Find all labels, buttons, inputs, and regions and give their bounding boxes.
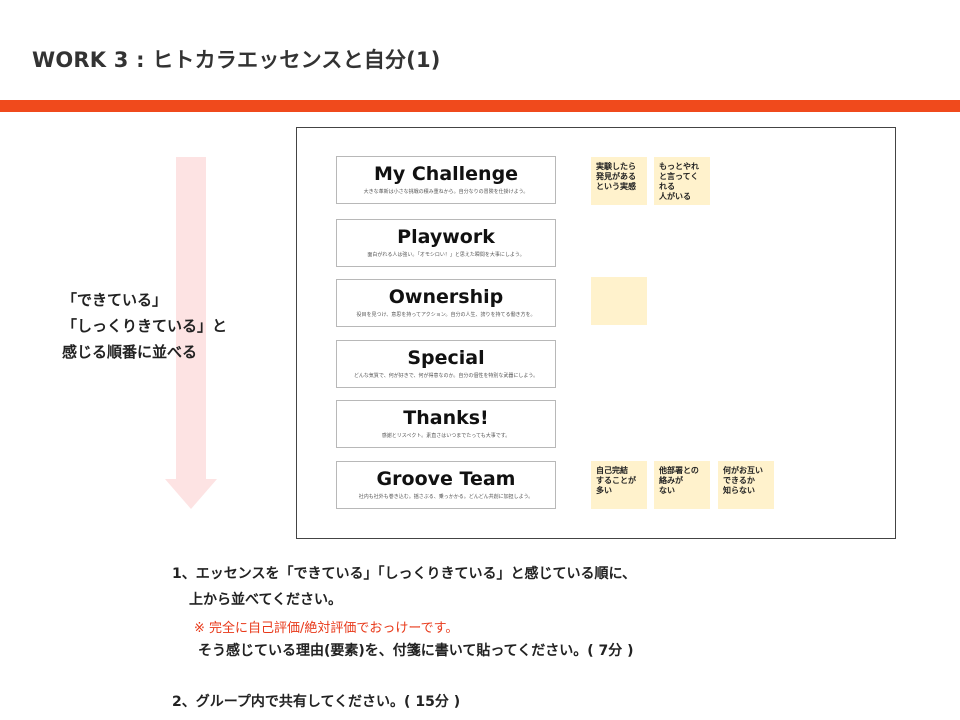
sticky-note[interactable]: 自己完結 することが 多い: [591, 461, 647, 509]
instruction-step-1: 1、エッセンスを「できている」「しっくりきている」と感じている順に、: [172, 566, 637, 582]
essence-card-special[interactable]: Special どんな気質で、何が好きで、何が得意なのか。自分の個性を特別な武器…: [336, 340, 556, 388]
card-subtitle: 大きな革新は小さな挑戦の積み重ねから。自分なりの冒険を仕掛けよう。: [363, 189, 529, 195]
instruction-sticky-notes: そう感じている理由(要素)を、付箋に書いて貼ってください。( 7分 ): [198, 643, 634, 659]
essence-board: My Challenge 大きな革新は小さな挑戦の積み重ねから。自分なりの冒険を…: [296, 127, 896, 539]
instruction-step-2: 2、グループ内で共有してください。( 15分 ): [172, 694, 461, 710]
slide-title: WORK 3 : ヒトカラエッセンスと自分(1): [32, 48, 441, 72]
sticky-note[interactable]: 何がお互い できるか 知らない: [718, 461, 774, 509]
accent-bar: [0, 100, 960, 112]
essence-card-groove-team[interactable]: Groove Team 社内も社外も巻き込む。揺さぶる、乗っかかる。どんどん共創…: [336, 461, 556, 509]
self-evaluation-note: ※ 完全に自己評価/絶対評価でおっけーです。: [194, 621, 459, 636]
card-title: My Challenge: [373, 163, 519, 185]
card-title: Playwork: [397, 226, 495, 248]
card-title: Thanks!: [403, 407, 489, 429]
card-subtitle: 社内も社外も巻き込む。揺さぶる、乗っかかる。どんどん共創に加担しよう。: [358, 494, 534, 500]
card-title: Special: [407, 347, 485, 369]
sticky-note[interactable]: 他部署との 絡みが ない: [654, 461, 710, 509]
card-subtitle: 役目を見つけ、意思を持ってアクション。自分の人生、誇りを持てる働き方を。: [356, 312, 536, 318]
card-subtitle: 感謝とリスペクト。素直さはいつまでたっても大事です。: [381, 433, 511, 439]
sticky-note[interactable]: もっとやれ と言ってくれる 人がいる: [654, 157, 710, 205]
card-title: Ownership: [388, 286, 504, 308]
down-arrow-icon: [165, 157, 217, 509]
ordering-instruction: 「できている」 「しっくりきている」と 感じる順番に並べる: [62, 291, 228, 361]
sticky-note-blank[interactable]: [591, 277, 647, 325]
card-subtitle: 面白がれる人は強い。「オモシロい！」と思えた瞬間を大事にしよう。: [367, 252, 525, 258]
essence-card-my-challenge[interactable]: My Challenge 大きな革新は小さな挑戦の積み重ねから。自分なりの冒険を…: [336, 156, 556, 204]
card-subtitle: どんな気質で、何が好きで、何が得意なのか。自分の個性を特別な武器にしよう。: [353, 373, 539, 379]
essence-card-playwork[interactable]: Playwork 面白がれる人は強い。「オモシロい！」と思えた瞬間を大事にしよう…: [336, 219, 556, 267]
instruction-step-1-cont: 上から並べてください。: [189, 592, 343, 608]
essence-card-ownership[interactable]: Ownership 役目を見つけ、意思を持ってアクション。自分の人生、誇りを持て…: [336, 279, 556, 327]
card-title: Groove Team: [376, 468, 516, 490]
sticky-note[interactable]: 実験したら 発見がある という実感: [591, 157, 647, 205]
essence-card-thanks[interactable]: Thanks! 感謝とリスペクト。素直さはいつまでたっても大事です。: [336, 400, 556, 448]
